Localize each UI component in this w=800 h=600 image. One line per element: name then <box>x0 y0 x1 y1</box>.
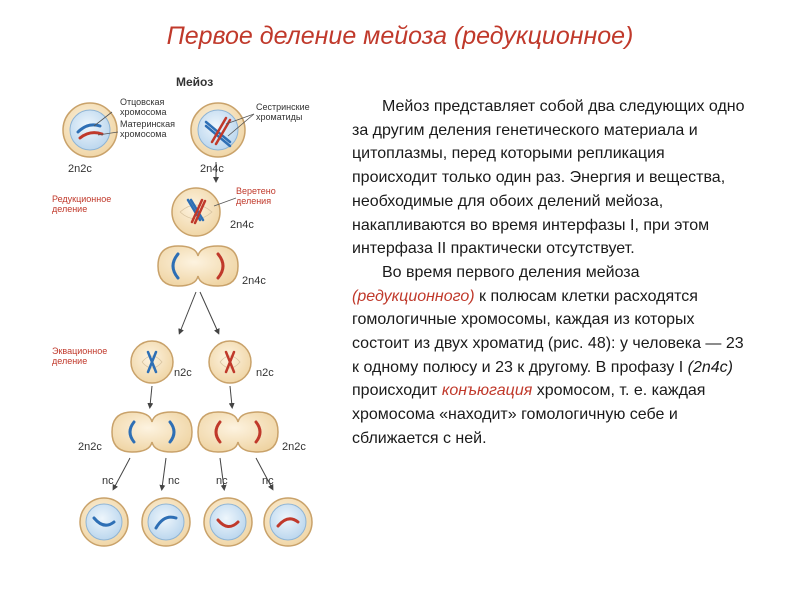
term-reductional: (редукционного) <box>352 287 475 305</box>
arrow <box>112 457 131 491</box>
paragraph-1: Мейоз представляет собой два следующих о… <box>352 98 745 258</box>
arrow <box>178 291 197 335</box>
paternal-chromosome <box>154 515 178 530</box>
leader-line <box>93 111 113 127</box>
formula-n2c-right: n2c <box>256 367 274 379</box>
diagram-title: Мейоз <box>176 75 213 89</box>
leader-line <box>213 197 237 207</box>
cell-gamete-3 <box>203 497 253 547</box>
label-equational-2: деление <box>52 356 87 366</box>
maternal-sister-chromatids <box>210 116 232 146</box>
arrow <box>159 457 167 491</box>
cell-metaphase-1 <box>171 187 221 237</box>
description-text: Мейоз представляет собой два следующих о… <box>352 95 752 451</box>
label-sister-2: хроматиды <box>256 112 302 122</box>
maternal-chromosome <box>216 252 225 280</box>
paragraph-2-end: хромосом, т. е. каждая хромосома «находи… <box>352 382 706 447</box>
formula-n2c-left: n2c <box>174 367 192 379</box>
paragraph-2: Во время первого деления мейоза (редукци… <box>352 261 752 451</box>
label-equational-1: Эквационное <box>52 346 107 356</box>
label-reductional-1: Редукционное <box>52 194 111 204</box>
cell-anaphase-2-left <box>111 411 193 453</box>
paternal-chromosome <box>76 123 102 134</box>
arrow <box>199 291 220 335</box>
leader-line <box>97 131 119 136</box>
paternal-chromosome <box>171 252 180 280</box>
formula-2n2c-left: 2n2c <box>78 441 102 453</box>
label-maternal-2: хромосома <box>120 129 167 139</box>
arrow <box>255 457 274 491</box>
paragraph-2-mid: к полюсам клетки расходятся гомологичные… <box>352 287 744 376</box>
cell-anaphase-1 <box>157 245 239 287</box>
formula-2n4c-inline: (2n4c) <box>687 358 733 376</box>
cell-anaphase-2-right <box>197 411 279 453</box>
paternal-chromosome <box>146 350 158 374</box>
formula-nc-1: nc <box>102 475 114 487</box>
label-reductional-2: деление <box>52 204 87 214</box>
maternal-chromatid <box>214 420 222 444</box>
paternal-chromatid <box>168 420 176 444</box>
formula-2n4c-c: 2n4c <box>242 275 266 287</box>
formula-2n4c-b: 2n4c <box>230 219 254 231</box>
formula-2n2c: 2n2c <box>68 163 92 175</box>
cell-interphase-2n2c <box>62 102 118 158</box>
meiosis-diagram: Мейоз Отцовская хромосома Материнская хр… <box>50 70 350 550</box>
cell-gamete-2 <box>141 497 191 547</box>
cell-gamete-1 <box>79 497 129 547</box>
cell-metaphase-2-right <box>208 340 252 384</box>
formula-2n4c-a: 2n4c <box>200 163 224 175</box>
label-sister-1: Сестринские <box>256 102 310 112</box>
paternal-chromosome <box>92 516 116 527</box>
formula-nc-2: nc <box>168 475 180 487</box>
label-maternal-1: Материнская <box>120 119 175 129</box>
cell-gamete-4 <box>263 497 313 547</box>
label-spindle-1: Веретено <box>236 186 276 196</box>
arrow <box>219 457 227 491</box>
term-conjugation: конъюгация <box>441 382 533 400</box>
paragraph-2-mid2: происходит <box>352 382 438 400</box>
slide-title: Первое деление мейоза (редукционное) <box>166 22 634 50</box>
label-paternal-2: хромосома <box>120 107 167 117</box>
formula-nc-3: nc <box>216 475 228 487</box>
label-spindle-2: деления <box>236 196 271 206</box>
maternal-chromosome <box>190 198 207 225</box>
maternal-chromosome <box>78 131 104 140</box>
maternal-chromosome <box>224 350 236 374</box>
maternal-chromosome <box>216 518 240 528</box>
arrow <box>147 385 154 409</box>
paragraph-2-intro: Во время первого деления мейоза <box>382 263 640 281</box>
maternal-chromatid <box>254 420 262 444</box>
leader-line <box>227 113 255 137</box>
leader-line <box>225 113 255 125</box>
formula-2n2c-right: 2n2c <box>282 441 306 453</box>
meiosis-diagram-svg: Мейоз Отцовская хромосома Материнская хр… <box>52 75 313 547</box>
cell-interphase-2n4c <box>190 102 246 158</box>
arrow <box>228 385 235 409</box>
paternal-chromatid <box>128 420 136 444</box>
maternal-chromosome <box>276 517 300 528</box>
cell-metaphase-2-left <box>130 340 174 384</box>
label-paternal-1: Отцовская <box>120 97 165 107</box>
